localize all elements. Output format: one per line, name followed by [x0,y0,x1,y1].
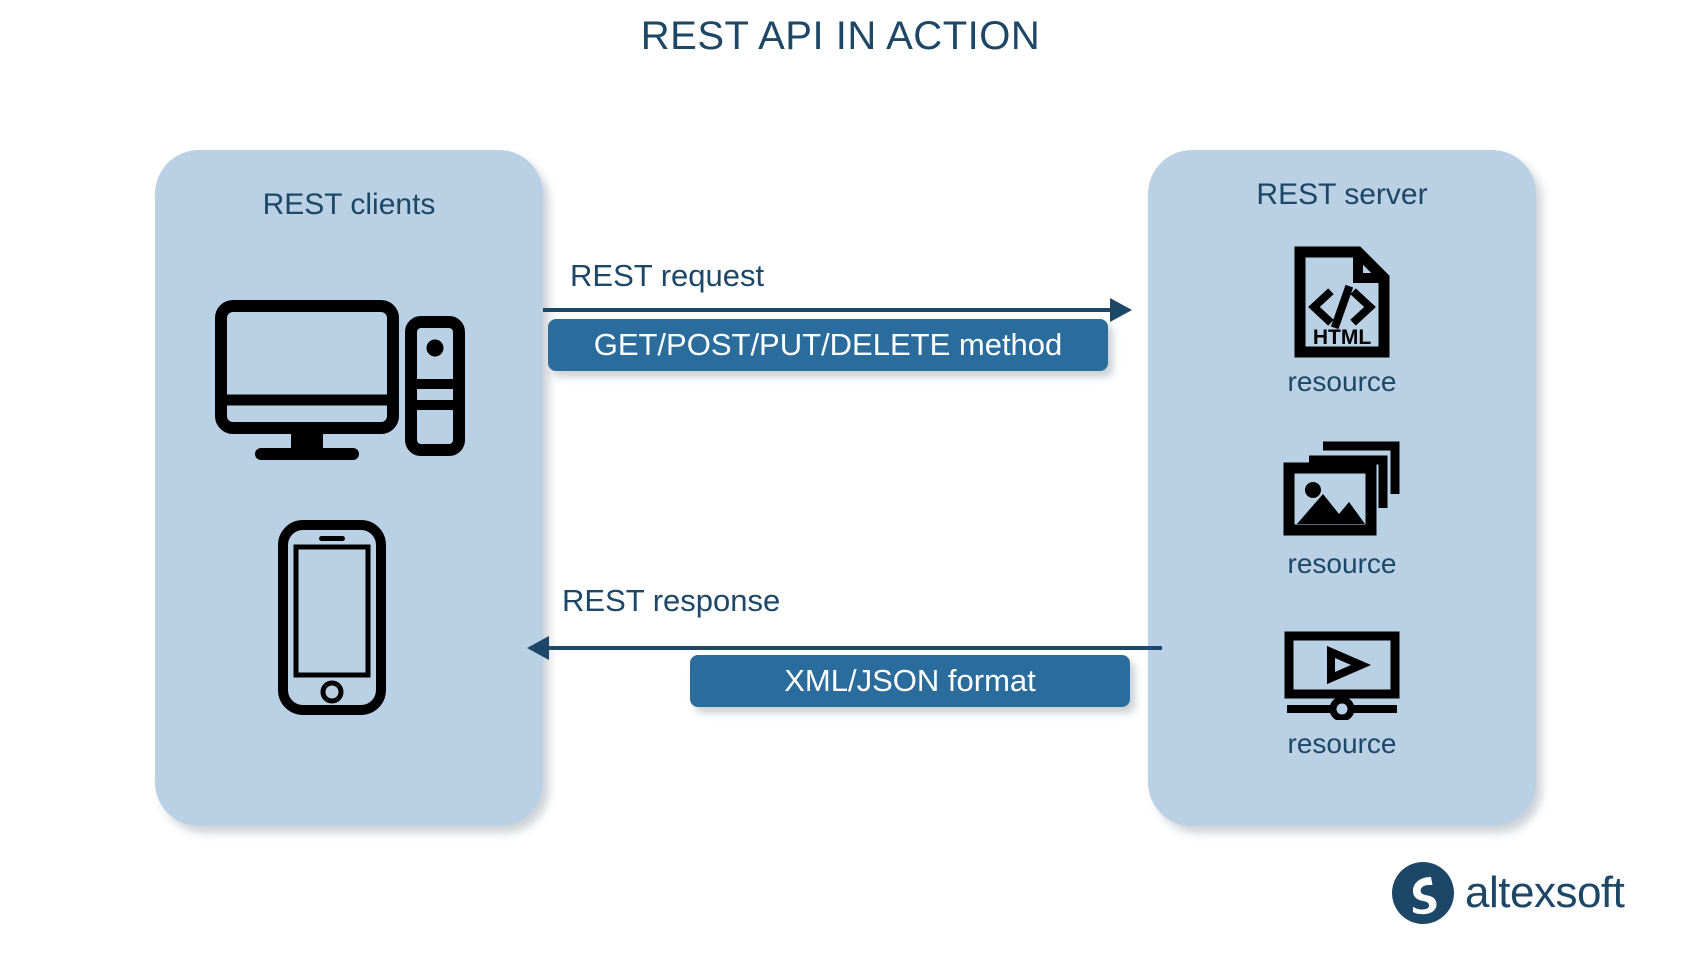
response-format-bar: XML/JSON format [690,655,1130,707]
page-title: REST API IN ACTION [640,14,1041,58]
rest-request-arrow-line [543,308,1118,312]
resource-label: resource [1287,728,1397,759]
arrow-left-icon [527,636,549,660]
rest-request-caption: REST request [570,258,765,293]
arrow-right-icon [1110,298,1132,322]
rest-response-arrow-line [545,646,1162,650]
rest-server-panel: REST server HTML resource [1148,150,1536,826]
svg-text:HTML: HTML [1313,326,1371,349]
html-document-icon: HTML [1148,246,1536,363]
altexsoft-logo: altexsoft [1392,862,1625,924]
image-stack-icon [1148,436,1536,545]
rest-clients-title: REST clients [262,188,436,221]
rest-server-title: REST server [1256,178,1428,211]
resource-label: resource [1287,548,1397,579]
video-player-icon [1148,630,1536,725]
altexsoft-logo-text: altexsoft [1465,868,1625,917]
rest-clients-panel: REST clients [155,150,543,826]
server-resource-html: HTML resource [1148,246,1536,398]
http-methods-bar: GET/POST/PUT/DELETE method [548,319,1108,371]
mobile-phone-icon [277,520,387,715]
rest-response-caption: REST response [562,583,781,618]
desktop-computer-icon [215,300,465,465]
resource-label: resource [1287,366,1397,397]
server-resource-video: resource [1148,630,1536,760]
altexsoft-logo-icon [1392,862,1454,924]
server-resource-image: resource [1148,436,1536,580]
